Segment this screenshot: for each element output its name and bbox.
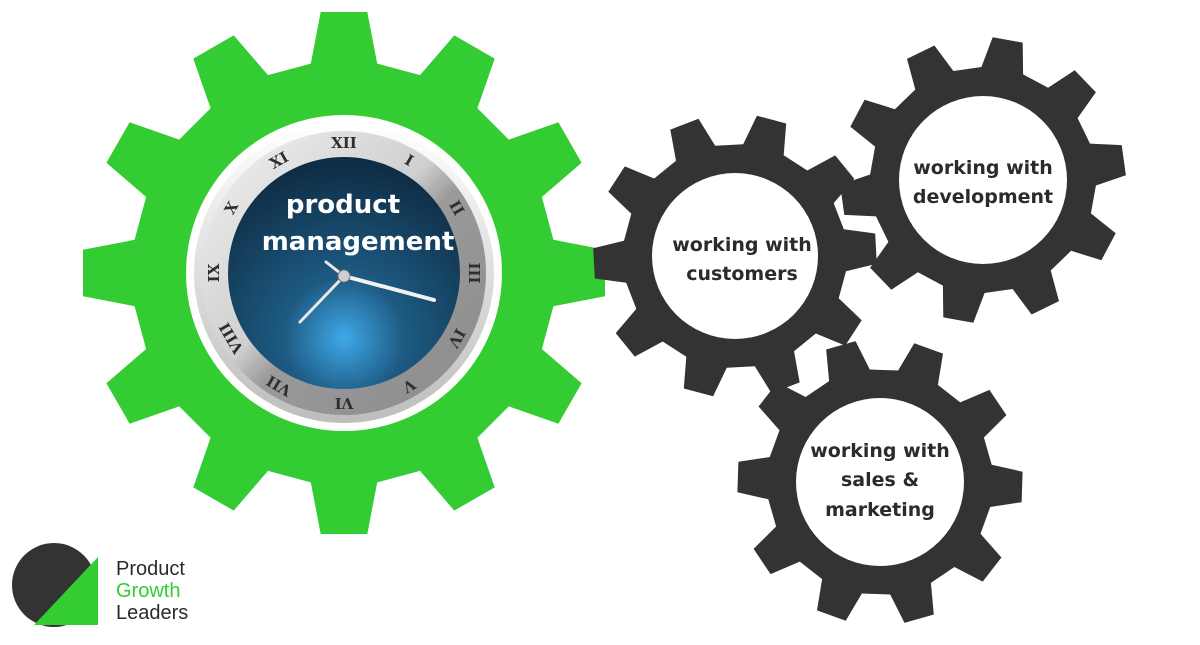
- logo-triangle: [34, 557, 98, 625]
- gear-development-label-line2: development: [913, 186, 1053, 208]
- gear-development-label-line1: working with: [913, 157, 1053, 179]
- logo-line3: Leaders: [116, 602, 188, 624]
- logo-line2: Growth: [116, 580, 180, 602]
- gear-sales-marketing: working with sales & marketing: [737, 341, 1023, 623]
- clock-minute-hand: [342, 274, 436, 302]
- gear-sales-marketing-hub: [796, 398, 964, 566]
- gear-customers: working with customers: [593, 115, 877, 397]
- clock-hands: [298, 260, 436, 324]
- gear-customers-hub: [652, 173, 818, 339]
- clock-numeral: III: [465, 262, 483, 283]
- gear-customers-label-line2: customers: [686, 263, 798, 285]
- main-gear-label-line2: management: [262, 227, 455, 257]
- gear-development: working with development: [840, 37, 1126, 323]
- brand-logo: Product Growth Leaders: [12, 543, 188, 627]
- gear-sales-label-line2: sales &: [841, 469, 919, 491]
- gear-sales-label-line1: working with: [810, 440, 950, 462]
- gear-customers-label-line1: working with: [672, 234, 812, 256]
- clock-numeral: IX: [205, 263, 223, 282]
- clock-numeral: VI: [335, 394, 355, 412]
- main-gear-label-line1: product: [286, 190, 400, 220]
- gear-development-hub: [899, 96, 1067, 264]
- clock-hour-hand: [298, 274, 346, 324]
- clock-numeral: XII: [331, 134, 357, 152]
- clock-center-pin: [337, 269, 351, 283]
- logo-line1: Product: [116, 558, 185, 580]
- gear-sales-label-line3: marketing: [825, 499, 935, 521]
